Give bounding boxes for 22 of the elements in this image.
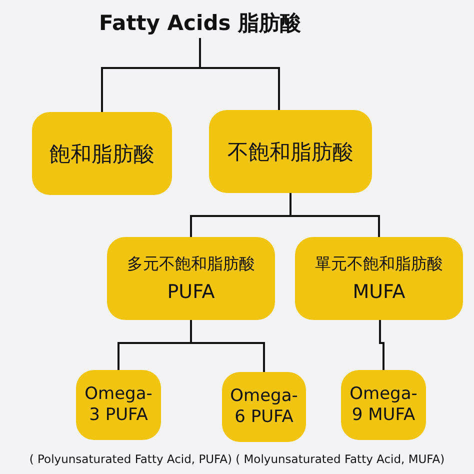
connector-line	[199, 38, 280, 110]
box-label: Omega-9 MUFA	[348, 384, 418, 426]
category-box	[209, 110, 372, 193]
connector-line	[190, 320, 265, 372]
box-sublabel: MUFA	[352, 281, 406, 303]
footnote-text: ( Polyunsaturated Fatty Acid, PUFA) ( Molyunsaturated Fatty Acid, MUFA)	[28, 452, 446, 466]
category-box	[295, 237, 463, 320]
category-box	[76, 370, 161, 440]
box-label: Omega-6 PUFA	[229, 386, 299, 428]
box-label: 飽和脂肪酸	[50, 140, 154, 168]
box-label: Omega-3 PUFA	[84, 384, 154, 426]
connector-line	[290, 193, 380, 237]
box-label: 不飽和脂肪酸	[228, 138, 354, 166]
box-sublabel: PUFA	[167, 281, 215, 303]
box-label: 單元不飽和脂肪酸	[315, 254, 443, 275]
box-label: 多元不飽和脂肪酸	[127, 254, 255, 275]
category-box	[341, 370, 426, 440]
title-text: Fatty Acids 脂肪酸	[98, 10, 302, 37]
category-box	[222, 372, 306, 442]
category-box	[32, 112, 172, 195]
connector-line	[379, 320, 384, 370]
category-box	[107, 237, 275, 320]
